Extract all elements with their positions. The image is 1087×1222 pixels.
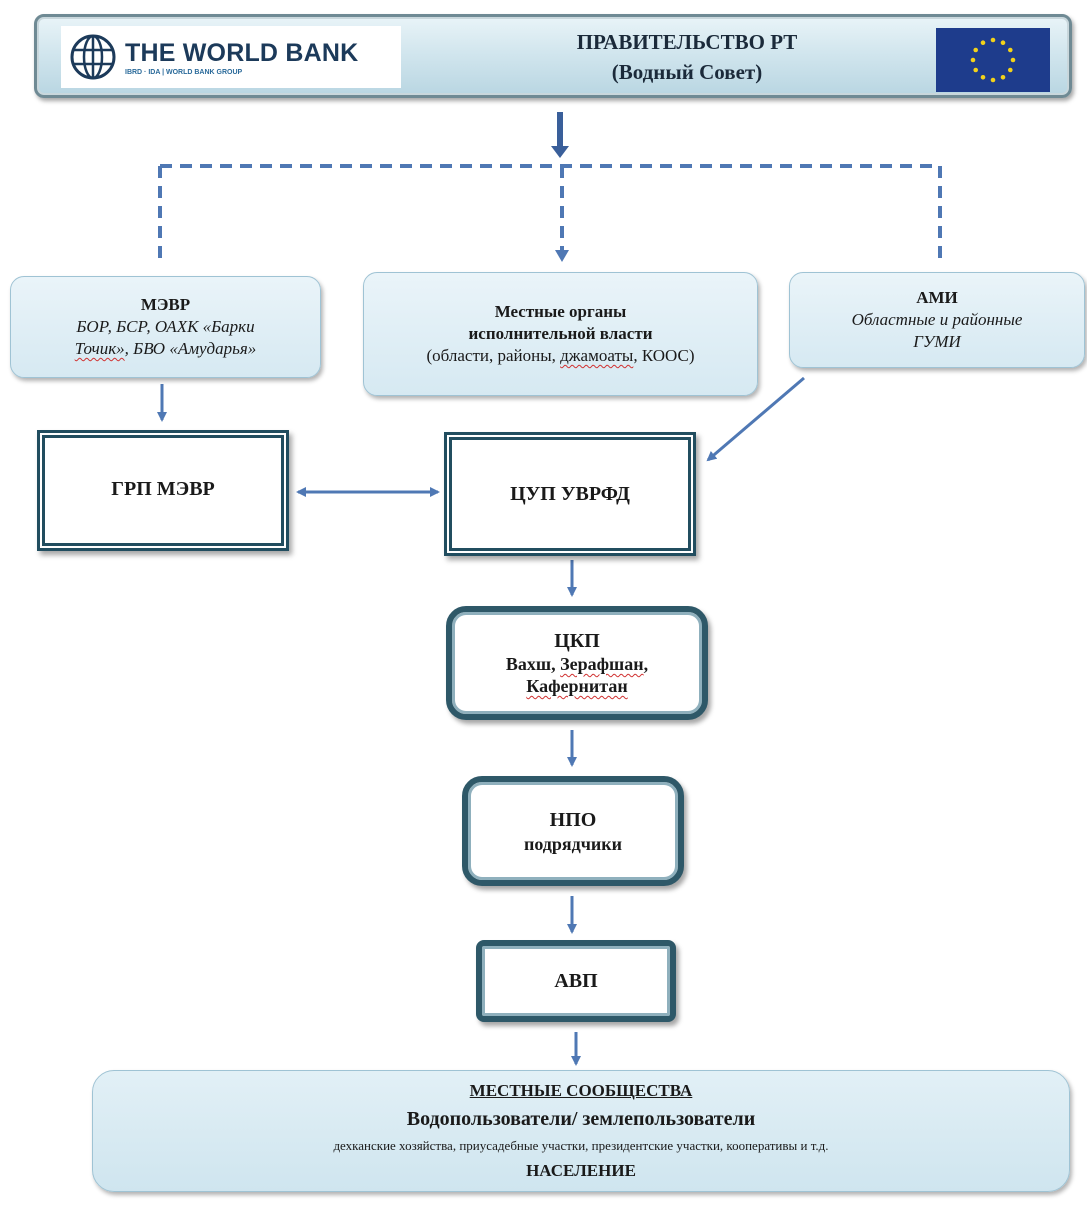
node-avp: АВП [476,940,676,1022]
world-bank-logo: THE WORLD BANK IBRD · IDA | WORLD BANK G… [61,26,401,88]
community-details: дехканские хозяйства, приусадебные участ… [333,1138,829,1153]
community-title: МЕСТНЫЕ СООБЩЕСТВА [469,1081,693,1100]
node-local-communities: МЕСТНЫЕ СООБЩЕСТВА Водопользователи/ зем… [92,1070,1070,1192]
header-title-line1: ПРАВИТЕЛЬСТВО РТ [576,30,798,54]
ckp-line1-a: Вахш, [505,654,561,674]
local-sub-c: , КООС) [633,346,695,365]
community-population: НАСЕЛЕНИЕ [526,1161,636,1180]
npo-line2: подрядчики [523,834,623,854]
header-title-line2: (Водный Совет) [611,60,763,84]
logo-name: THE WORLD BANK [125,38,359,67]
community-subtitle: Водопользователи/ землепользователи [406,1108,756,1130]
node-ami: АМИ Областные и районные ГУМИ [789,272,1085,368]
logo-subtitle: IBRD · IDA | WORLD BANK GROUP [125,68,243,76]
ckp-line1-b: Зерафшан [560,654,644,674]
ckp-line1: Вахш, Зерафшан, [506,653,648,675]
ami-title: АМИ [916,288,958,307]
header-banner: THE WORLD BANK IBRD · IDA | WORLD BANK G… [34,14,1072,98]
mevr-line2-a: Точик» [74,339,125,358]
ckp-title: ЦКП [554,630,600,652]
eu-flag-icon [936,28,1050,92]
mevr-line2-b: , БВО «Амударья» [124,339,257,358]
header-title: ПРАВИТЕЛЬСТВО РТ (Водный Совет) [437,27,937,87]
ami-line2: ГУМИ [913,332,961,351]
mevr-line1: БОР, БСР, ОАХК «Барки [76,317,255,336]
npo-line1: НПО [549,809,597,831]
globe-icon [70,34,116,80]
local-title-line2: исполнительной власти [468,324,653,343]
mevr-line2: Точик», БВО «Амударья» [75,338,257,360]
node-grp-mevr: ГРП МЭВР [37,430,289,551]
dashed-bus [158,164,942,262]
node-mevr: МЭВР БОР, БСР, ОАХК «Барки Точик», БВО «… [10,276,321,378]
local-title-line1: Местные органы [494,302,627,321]
node-npo: НПО подрядчики [462,776,684,886]
node-ckp: ЦКП Вахш, Зерафшан, Кафернитан [446,606,708,720]
ckp-line2: Кафернитан [526,676,628,696]
local-sub-b: джамоаты [560,346,634,365]
ami-line1: Областные и районные [851,310,1023,329]
node-local-authorities: Местные органы исполнительной власти (об… [363,272,758,396]
grp-label: ГРП МЭВР [111,478,215,500]
node-cup-uvrfd: ЦУП УВРФД [444,432,696,556]
mevr-title: МЭВР [140,295,191,314]
ckp-line1-c: , [643,654,649,674]
cup-label: ЦУП УВРФД [510,482,630,505]
arrow-ami-cup [706,376,805,462]
avp-label: АВП [554,970,598,992]
local-subtitle: (области, районы, джамоаты, КООС) [427,345,695,367]
local-sub-a: (области, районы, [426,346,561,365]
